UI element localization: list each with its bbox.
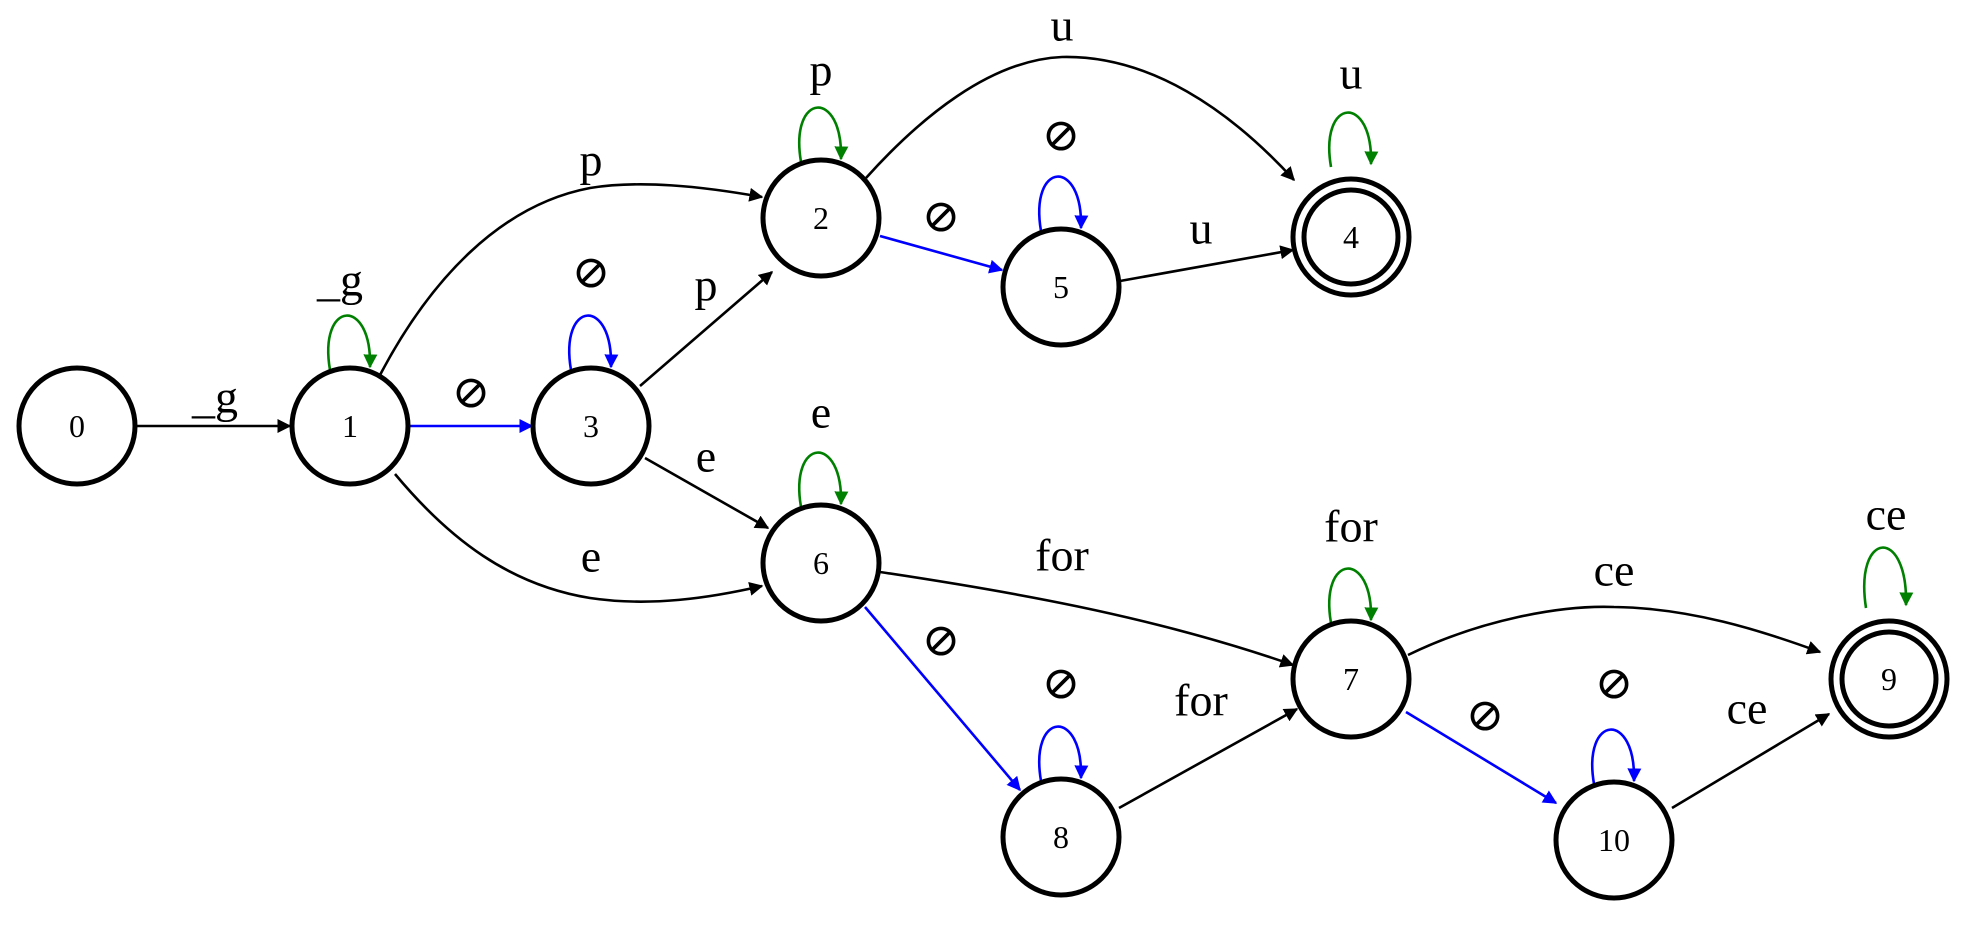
state-node-3: 3 xyxy=(530,365,652,487)
edge-label-7-to-7: for xyxy=(1324,501,1378,552)
edge-8-to-8 xyxy=(1038,725,1089,782)
state-node-4: 4 xyxy=(1290,176,1412,298)
edge-9-to-9 xyxy=(1863,546,1914,609)
edge-label-2-to-2: p xyxy=(810,45,833,96)
edge-3-to-2 xyxy=(639,271,774,387)
edge-2-to-2 xyxy=(798,106,849,163)
edge-label-1-to-2: p xyxy=(580,135,603,186)
edge-label-3-to-3: ⊘ xyxy=(572,247,611,298)
state-label: 0 xyxy=(69,408,85,444)
edge-label-4-to-4: u xyxy=(1340,48,1363,99)
edge-4-to-4 xyxy=(1328,111,1379,168)
state-label: 6 xyxy=(813,545,829,581)
edge-5-to-4 xyxy=(1119,245,1295,283)
edge-label-0-to-1: _g xyxy=(191,372,238,423)
state-node-7: 7 xyxy=(1290,618,1412,740)
nodes-layer: 0 1 2 3 4 5 6 7 8 9 10 xyxy=(16,157,1950,901)
accepting-ring xyxy=(1301,187,1401,287)
edge-labels-layer: _g _g p ⊘ e ⊘ p e p u ⊘ ⊘ u u e for ⊘ ⊘ for for ce ⊘ ⊘ ce ce xyxy=(191,0,1906,741)
state-label: 2 xyxy=(813,200,829,236)
edges-layer xyxy=(135,55,1914,810)
state-node-0: 0 xyxy=(16,365,138,487)
state-circle xyxy=(16,365,138,487)
edge-label-6-to-7: for xyxy=(1035,530,1089,581)
state-node-6: 6 xyxy=(760,502,882,624)
state-node-1: 1 xyxy=(289,365,411,487)
edge-label-1-to-1: _g xyxy=(316,255,363,306)
edge-label-6-to-6: e xyxy=(811,387,831,438)
edge-label-7-to-10: ⊘ xyxy=(1466,690,1505,741)
state-circle xyxy=(1000,776,1122,898)
edge-label-9-to-9: ce xyxy=(1866,489,1907,540)
edge-label-1-to-6: e xyxy=(581,531,601,582)
state-circle xyxy=(1553,779,1675,901)
state-circle xyxy=(760,157,882,279)
edge-10-to-10 xyxy=(1591,728,1642,785)
state-label: 3 xyxy=(583,408,599,444)
state-node-5: 5 xyxy=(1000,226,1122,348)
edge-label-10-to-9: ce xyxy=(1727,683,1768,734)
edge-label-1-to-3: ⊘ xyxy=(452,367,491,418)
edge-label-3-to-6: e xyxy=(696,431,716,482)
state-node-2: 2 xyxy=(760,157,882,279)
state-circle xyxy=(760,502,882,624)
edge-1-to-1 xyxy=(327,314,378,371)
edge-label-8-to-8: ⊘ xyxy=(1042,658,1081,709)
state-label: 7 xyxy=(1343,661,1359,697)
state-label: 9 xyxy=(1881,661,1897,697)
edge-10-to-9 xyxy=(1671,712,1831,810)
edge-6-to-7 xyxy=(879,570,1295,668)
edge-label-5-to-5: ⊘ xyxy=(1042,110,1081,161)
state-label: 10 xyxy=(1598,822,1630,858)
state-node-10: 10 xyxy=(1553,779,1675,901)
state-label: 1 xyxy=(342,408,358,444)
edge-6-to-6 xyxy=(798,451,849,508)
edge-1-to-2 xyxy=(378,183,764,376)
edge-3-to-3 xyxy=(568,314,619,371)
edge-label-2-to-4: u xyxy=(1051,0,1074,51)
edge-label-10-to-10: ⊘ xyxy=(1595,658,1634,709)
edge-label-6-to-8: ⊘ xyxy=(922,615,961,666)
edge-7-to-10 xyxy=(1405,710,1558,805)
edge-2-to-5 xyxy=(879,234,1004,274)
edge-1-to-6 xyxy=(394,473,764,603)
edge-label-5-to-4: u xyxy=(1190,203,1213,254)
state-node-9: 9 xyxy=(1828,618,1950,740)
edge-2-to-4 xyxy=(865,55,1295,182)
state-circle xyxy=(1000,226,1122,348)
state-label: 4 xyxy=(1343,219,1359,255)
state-circle xyxy=(289,365,411,487)
edge-7-to-7 xyxy=(1328,567,1379,624)
edge-5-to-5 xyxy=(1038,175,1089,232)
edge-7-to-9 xyxy=(1407,605,1822,657)
state-circle xyxy=(530,365,652,487)
edge-8-to-7 xyxy=(1118,707,1299,810)
edge-label-3-to-2: p xyxy=(695,260,718,311)
accepting-ring xyxy=(1839,629,1939,729)
state-label: 5 xyxy=(1053,269,1069,305)
edge-label-2-to-5: ⊘ xyxy=(922,191,961,242)
edge-6-to-8 xyxy=(864,606,1021,792)
edge-label-7-to-9: ce xyxy=(1594,545,1635,596)
state-node-8: 8 xyxy=(1000,776,1122,898)
edge-label-8-to-7: for xyxy=(1174,675,1228,726)
edge-3-to-6 xyxy=(644,456,770,530)
state-label: 8 xyxy=(1053,819,1069,855)
state-circle xyxy=(1290,618,1412,740)
